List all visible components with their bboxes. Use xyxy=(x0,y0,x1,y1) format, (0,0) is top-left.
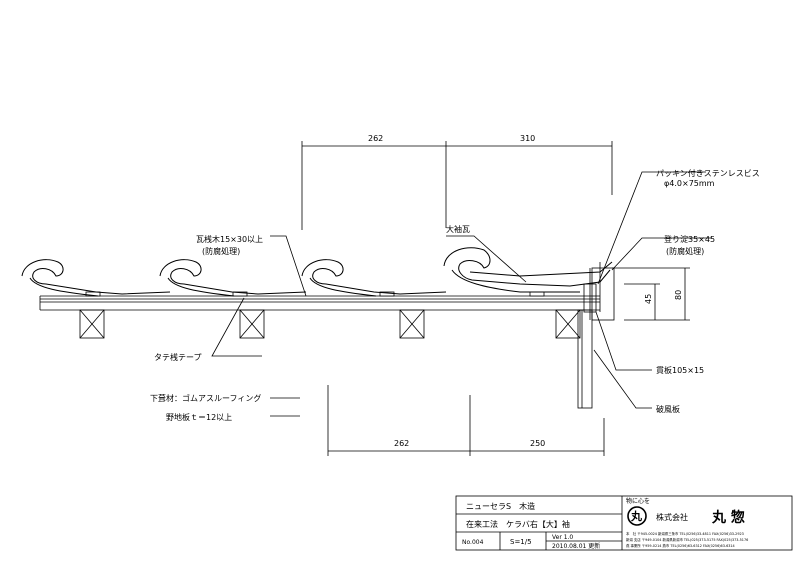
label-screw-size: φ4.0×75mm xyxy=(664,179,715,188)
side-dimension xyxy=(612,267,690,321)
label-ohsode-tile: 大袖瓦 xyxy=(446,224,470,234)
gable-fixtures xyxy=(577,262,615,409)
title-drawing-no: No.004 xyxy=(462,539,484,546)
label-batten-treatment: (防腐処理) xyxy=(202,246,240,256)
label-screw: パッキン付きステンレスビス xyxy=(656,168,760,178)
label-tate-tape: タテ桟テープ xyxy=(154,352,202,362)
title-product: ニューセラS 木造 xyxy=(466,501,535,511)
company-logo-mark: 丸 xyxy=(630,509,643,523)
company-logo: 丸 xyxy=(627,506,647,526)
title-block xyxy=(455,495,793,551)
company-motto: 物に心を xyxy=(626,497,650,505)
title-date: 2010.08.01 更新 xyxy=(552,542,600,550)
dim-45: 45 xyxy=(644,294,653,304)
company-prefix: 株式会社 xyxy=(656,512,688,522)
title-method: 在来工法 ケラバ右【大】袖 xyxy=(466,519,570,529)
dim-top-right: 310 xyxy=(520,134,535,143)
company-name: 丸 惣 xyxy=(711,509,745,526)
title-version: Ver 1.0 xyxy=(552,534,573,541)
roof-tiles xyxy=(21,247,613,297)
label-nuki-board: 貫板105×15 xyxy=(656,365,704,375)
dim-bottom-left: 262 xyxy=(394,439,409,448)
label-noboriyodo-treatment: (防腐処理) xyxy=(666,246,704,256)
dim-80: 80 xyxy=(674,290,683,300)
bottom-dimension xyxy=(327,385,605,456)
dim-top-left: 262 xyxy=(368,134,383,143)
leader-lines xyxy=(211,171,712,417)
roof-deck xyxy=(39,295,600,311)
label-hafu-board: 破風板 xyxy=(656,404,680,414)
dim-bottom-right: 250 xyxy=(530,439,545,448)
label-noboriyodo: 登り淀35×45 xyxy=(664,234,715,244)
rafters xyxy=(79,309,581,339)
label-sheathing: 野地板ｔ＝12以上 xyxy=(166,412,232,422)
label-underlay: 下葺材：ゴムアスルーフィング xyxy=(150,393,261,403)
label-batten: 瓦桟木15×30以上 xyxy=(196,234,263,244)
company-address-1: 本 社 〒945-0024 新潟県三条市 TEL(0256)33-4811 FA… xyxy=(626,531,744,536)
company-address-2: 新潟 支店 〒949-0104 新潟県新潟市 TEL(025)373-5175 … xyxy=(626,537,748,542)
company-address-3: 燕 事業所 〒959-0214 燕市 TEL(0256)63-6312 FAX(… xyxy=(626,543,735,548)
title-scale: S=1/5 xyxy=(510,538,532,546)
top-dimension xyxy=(301,141,613,230)
